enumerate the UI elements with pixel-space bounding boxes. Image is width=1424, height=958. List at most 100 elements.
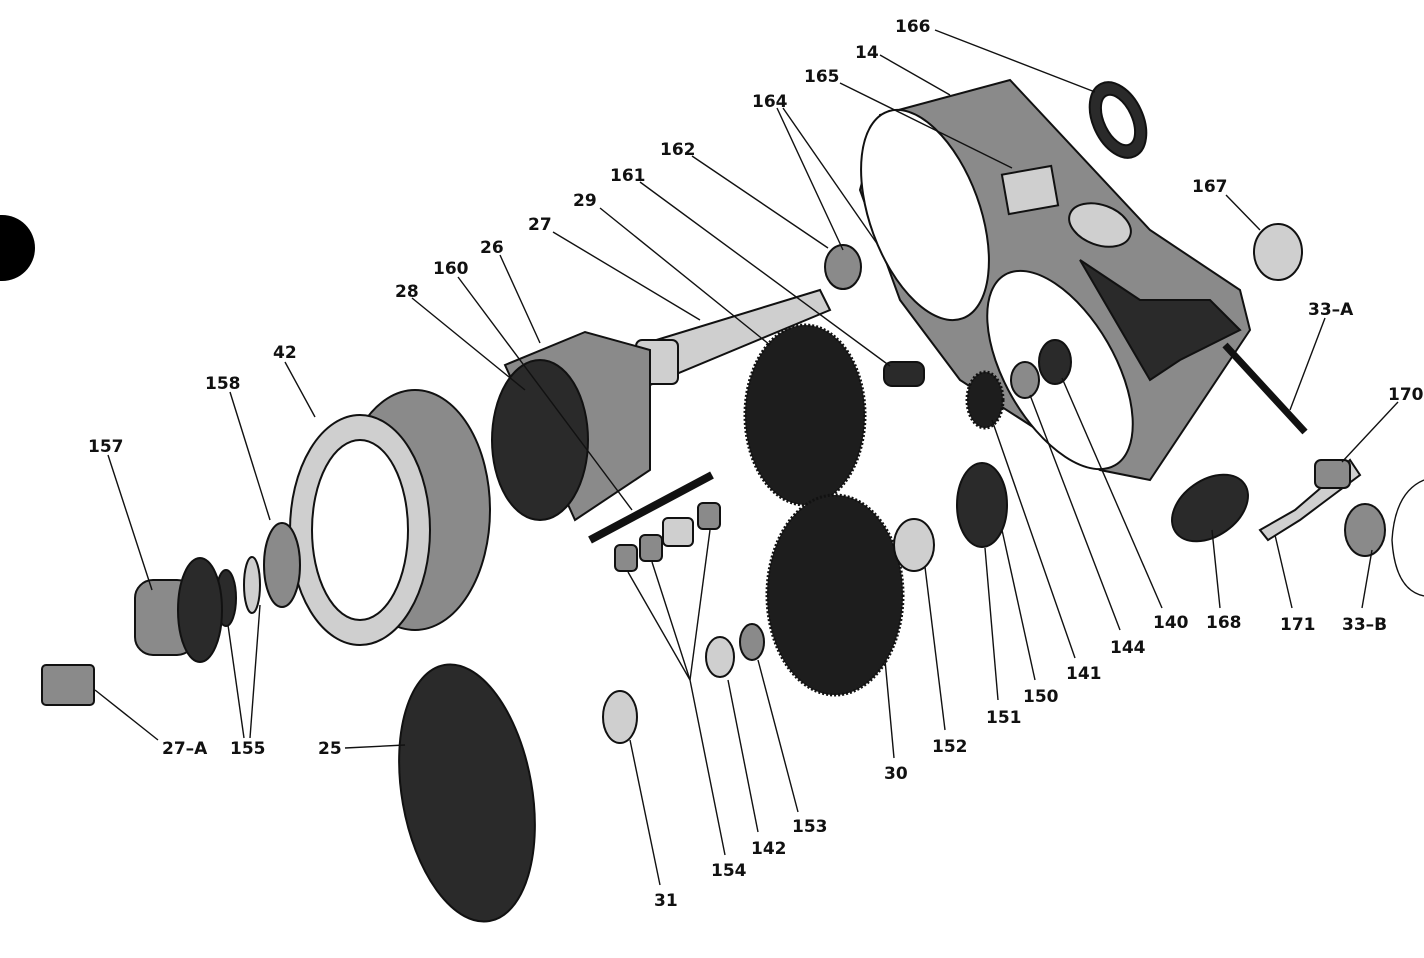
label-161: 161 [610, 166, 646, 186]
label-162: 162 [660, 140, 696, 160]
gasket-168-part [1171, 473, 1249, 543]
leader-154b [651, 561, 691, 681]
label-153: 153 [792, 817, 828, 837]
leader-170 [1341, 401, 1399, 463]
label-154: 154 [711, 861, 747, 881]
leader-28 [411, 297, 526, 391]
label-28: 28 [395, 282, 419, 302]
bearing-142-part [705, 636, 735, 678]
leader-31 [629, 739, 661, 886]
label-29: 29 [573, 191, 597, 211]
leader-160 [457, 276, 633, 511]
leader-42 [284, 361, 316, 418]
curve-33b-part [1391, 479, 1424, 597]
bearing-164-part [824, 244, 862, 290]
leader-144 [1029, 394, 1121, 631]
label-141: 141 [1066, 664, 1102, 684]
leader-164b [782, 107, 879, 246]
washer-140-part [1038, 339, 1072, 385]
leader-33b [1361, 549, 1373, 609]
label-171: 171 [1280, 615, 1316, 635]
leader-30 [884, 659, 895, 759]
label-14: 14 [855, 43, 879, 63]
label-168: 168 [1206, 613, 1242, 633]
label-170: 170 [1388, 385, 1424, 405]
gear-30-part [765, 493, 905, 697]
drum-26-part [491, 330, 651, 522]
leader-162 [691, 155, 829, 249]
leader-29 [599, 207, 771, 346]
label-27a: 27–A [162, 739, 208, 759]
leader-150 [1001, 529, 1036, 681]
label-33b: 33–B [1342, 615, 1387, 635]
leader-164a [776, 107, 844, 251]
leader-154a [627, 571, 691, 681]
rod-33a-part [1222, 342, 1308, 435]
label-166: 166 [895, 17, 931, 37]
leader-27 [552, 231, 701, 321]
label-164: 164 [752, 92, 788, 112]
bearing-31-part [602, 690, 638, 744]
leader-33a [1289, 317, 1326, 411]
leader-142 [727, 679, 759, 833]
leader-171 [1274, 534, 1293, 609]
gear-29-part [743, 323, 867, 507]
leader-140 [1061, 377, 1163, 609]
label-150: 150 [1023, 687, 1059, 707]
leader-157 [107, 454, 153, 591]
part-labels: 166 14 165 164 162 161 167 29 27 26 160 … [88, 17, 1424, 911]
margin-hole-mark [0, 215, 35, 281]
leader-lines [94, 29, 1399, 886]
spring-144-part [1010, 361, 1040, 399]
leader-151 [984, 547, 999, 701]
label-144: 144 [1110, 638, 1146, 658]
label-152: 152 [932, 737, 968, 757]
cover-157-part [134, 557, 223, 663]
plate-150-part [956, 462, 1008, 548]
leader-26 [499, 254, 541, 344]
leader-25 [344, 744, 406, 749]
plug-161-part [883, 361, 925, 387]
bearing-153-part [739, 623, 765, 661]
leader-154c [689, 529, 711, 681]
washer-158-part [263, 522, 301, 608]
housing-part [858, 78, 1252, 482]
ring-42-part [289, 389, 491, 646]
label-26: 26 [480, 238, 504, 258]
label-165: 165 [804, 67, 840, 87]
leader-153 [757, 659, 799, 813]
spline-27a-part [41, 664, 95, 706]
leader-158 [229, 391, 271, 521]
label-155: 155 [230, 739, 266, 759]
label-151: 151 [986, 708, 1022, 728]
leader-165 [839, 82, 1013, 169]
label-25: 25 [318, 739, 342, 759]
label-140: 140 [1153, 613, 1189, 633]
parts-illustration [41, 78, 1424, 923]
leader-155a [227, 624, 245, 739]
leader-154d [689, 679, 726, 856]
leader-155b [249, 604, 261, 739]
label-142: 142 [751, 839, 787, 859]
lever-33b-part [1344, 503, 1386, 557]
bearing-152-part [893, 518, 935, 572]
label-158: 158 [205, 374, 241, 394]
label-160: 160 [433, 259, 469, 279]
label-30: 30 [884, 764, 908, 784]
needle-bearings-154 [614, 502, 721, 572]
seal-166-hole [1099, 93, 1137, 147]
label-157: 157 [88, 437, 124, 457]
leader-167 [1225, 194, 1261, 231]
label-167: 167 [1192, 177, 1228, 197]
leader-141 [991, 419, 1076, 659]
leader-27a [94, 689, 159, 741]
linkage-170-171-part [1258, 458, 1362, 542]
label-27: 27 [528, 215, 552, 235]
leader-161 [639, 181, 891, 367]
leader-152 [924, 566, 946, 731]
ring-155b-part [243, 556, 261, 614]
gear-141-part [965, 370, 1005, 430]
disc-25-part [398, 663, 536, 923]
leader-14 [879, 54, 951, 96]
